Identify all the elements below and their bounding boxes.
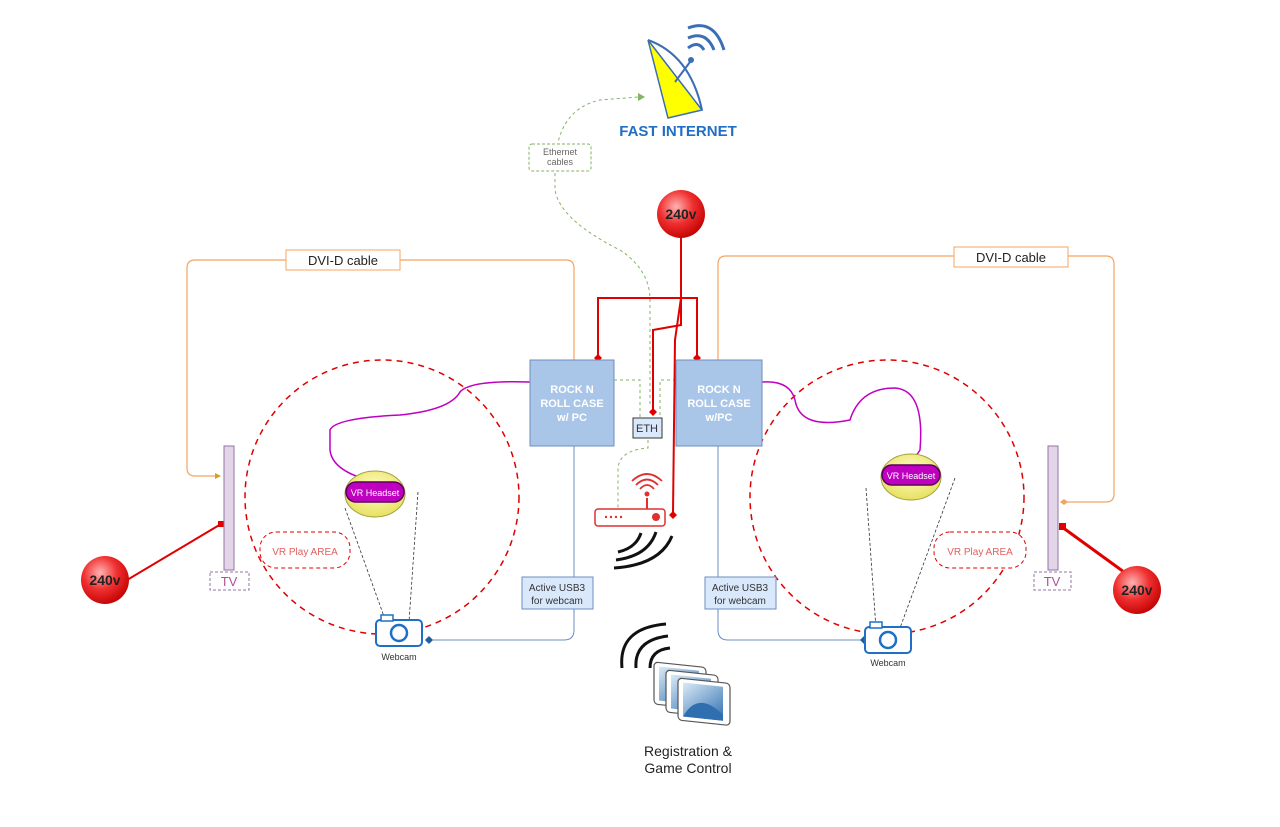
tablets-icon <box>653 661 731 726</box>
dvi-label-right: DVI-D cable <box>976 250 1046 265</box>
pc-case-right-line1: ROCK N <box>697 384 740 396</box>
webcam-sightline-left-a <box>344 507 387 623</box>
webcam-left-icon <box>375 614 423 647</box>
pc-case-left: ROCK N ROLL CASE w/ PC <box>529 359 615 447</box>
satellite-dish-icon <box>647 24 726 119</box>
dvi-label-box-left <box>285 249 401 271</box>
webcam-right-icon <box>864 621 912 654</box>
dvi-label-left: DVI-D cable <box>308 253 378 268</box>
svg-text:240v: 240v <box>1121 582 1152 598</box>
dvi-cable-left <box>186 259 575 477</box>
dvi-label-box-right <box>953 246 1069 268</box>
usb-label-left-line2: for webcam <box>531 596 583 607</box>
internet-label: FAST INTERNET <box>619 123 737 140</box>
webcam-sightline-right-b <box>899 477 956 629</box>
webcam-label-left: Webcam <box>381 652 416 662</box>
ethernet-cable <box>554 96 651 404</box>
ethernet-label-line2: cables <box>547 157 574 167</box>
tablet-signal-icon <box>620 622 671 669</box>
vr-headset-label-left: VR Headset <box>351 488 400 498</box>
vr-headset-label-right: VR Headset <box>887 471 936 481</box>
power-source-left: 240v <box>81 556 129 604</box>
usb-label-left-line1: Active USB3 <box>529 583 586 594</box>
usb-label-right-line1: Active USB3 <box>712 583 769 594</box>
pc-case-right: ROCK N ROLL CASE w/PC <box>675 359 763 447</box>
tv-label-right: TV <box>1044 574 1061 589</box>
play-area-label-box-right <box>933 531 1027 569</box>
webcam-sightline-right-a <box>865 487 877 629</box>
wifi-router-icon <box>594 473 666 527</box>
usb-connector-left <box>425 636 433 644</box>
svg-text:240v: 240v <box>665 206 696 222</box>
pc-case-left-line3: w/ PC <box>556 412 587 424</box>
headset-cable-right <box>761 381 922 463</box>
dvi-arrow-left <box>215 473 221 479</box>
vr-headset-right: VR Headset <box>880 453 942 501</box>
pc-case-right-line3: w/PC <box>705 412 733 424</box>
pc-case-right-line2: ROLL CASE <box>687 398 750 410</box>
eth-switch-label: ETH <box>636 423 658 435</box>
dvi-connector-right <box>1060 499 1068 505</box>
vr-headset-left: VR Headset <box>344 470 406 518</box>
usb-cable-left <box>430 446 575 641</box>
ethernet-arrowhead <box>638 93 645 101</box>
tv-right: TV <box>1033 445 1072 591</box>
dvi-cable-right <box>717 255 1115 503</box>
ethernet-label-line1: Ethernet <box>543 147 578 157</box>
usb-label-right-line2: for webcam <box>714 596 766 607</box>
usb-label-box-left <box>521 576 594 610</box>
webcam-label-right: Webcam <box>870 658 905 668</box>
usb-label-box-right <box>704 576 777 610</box>
tv-label-left: TV <box>221 574 238 589</box>
play-area-circle-left <box>244 359 520 635</box>
power-source-top: 240v <box>657 190 705 238</box>
tv-left: TV <box>209 445 250 591</box>
play-area-label-right: VR Play AREA <box>947 547 1013 558</box>
svg-text:240v: 240v <box>89 572 120 588</box>
ethernet-label-box <box>528 143 592 172</box>
pc-case-left-line2: ROLL CASE <box>540 398 603 410</box>
usb-cable-right <box>717 446 864 641</box>
control-label-line1: Registration & <box>644 743 733 759</box>
play-area-circle-right <box>749 359 1025 635</box>
headset-cable-left <box>329 380 531 481</box>
power-source-right: 240v <box>1113 566 1161 614</box>
eth-switch: ETH <box>632 417 663 439</box>
router-wireless-signal-icon <box>613 531 674 570</box>
play-area-label-left: VR Play AREA <box>272 547 338 558</box>
power-cables <box>126 236 1136 582</box>
pc-case-left-line1: ROCK N <box>550 384 593 396</box>
control-label-line2: Game Control <box>644 760 731 776</box>
eth-to-router <box>617 440 649 510</box>
eth-link-left <box>614 379 641 418</box>
webcam-sightline-left-b <box>408 491 419 623</box>
play-area-label-box-left <box>259 531 351 569</box>
